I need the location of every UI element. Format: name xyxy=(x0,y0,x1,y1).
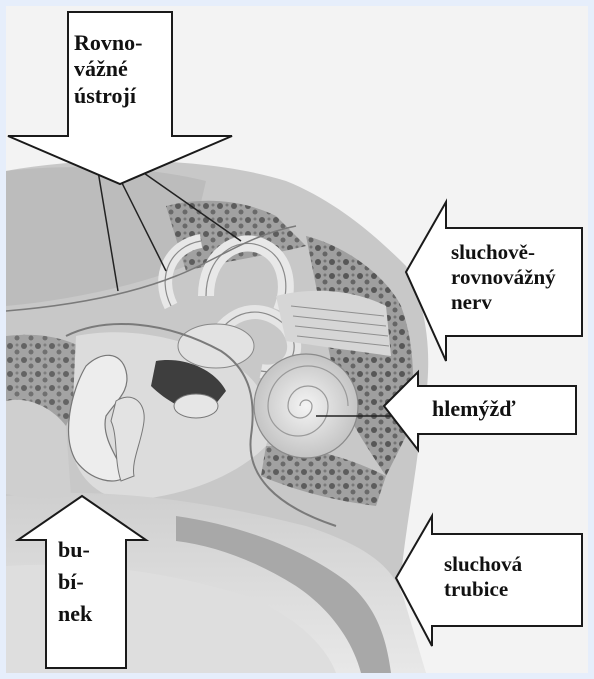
label-nerve-line-2: rovnovážný xyxy=(451,265,581,290)
label-eardrum-line-1: bu- xyxy=(58,534,128,566)
label-cochlea: hlemýžď xyxy=(432,396,572,422)
label-tube-line-1: sluchová xyxy=(444,552,579,577)
label-vestibular-line-2: vážné xyxy=(74,56,174,82)
label-tube-line-2: trubice xyxy=(444,577,579,602)
label-nerve-line-3: nerv xyxy=(451,290,581,315)
label-nerve-line-1: sluchově- xyxy=(451,240,581,265)
label-eardrum-line-3: nek xyxy=(58,598,128,630)
label-auditory-vestibular-nerve: sluchově- rovnovážný nerv xyxy=(451,240,581,316)
label-vestibular-apparatus: Rovno- vážné ústrojí xyxy=(74,30,174,109)
label-eardrum-line-2: bí- xyxy=(58,566,128,598)
label-eardrum: bu- bí- nek xyxy=(58,534,128,630)
label-vestibular-line-1: Rovno- xyxy=(74,30,174,56)
label-vestibular-line-3: ústrojí xyxy=(74,83,174,109)
ear-diagram: Rovno- vážné ústrojí sluchově- rovnovážn… xyxy=(6,6,588,673)
label-cochlea-line-1: hlemýžď xyxy=(432,396,572,422)
label-eustachian-tube: sluchová trubice xyxy=(444,552,579,602)
